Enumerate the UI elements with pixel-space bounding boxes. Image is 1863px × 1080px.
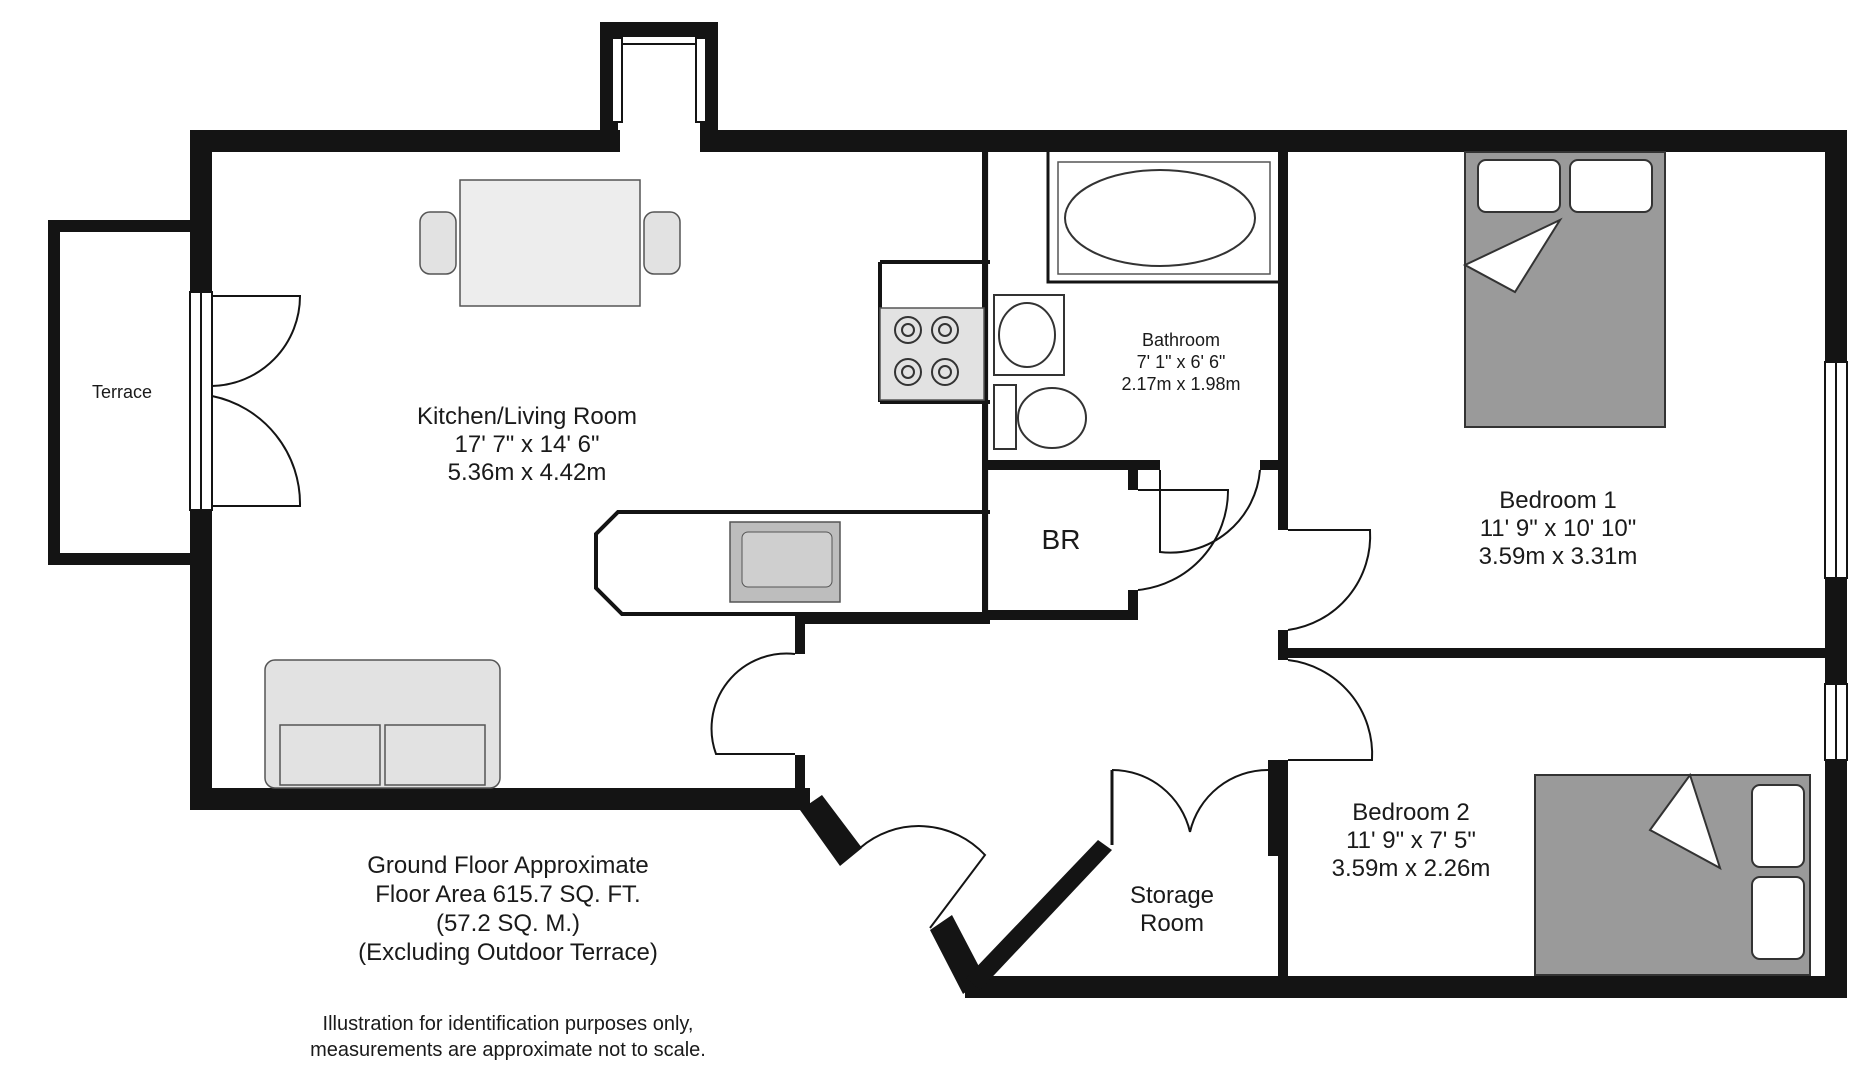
- disclaimer-line2: measurements are approximate not to scal…: [310, 1039, 706, 1061]
- disclaimer: Illustration for identification purposes…: [310, 1013, 706, 1061]
- bedroom2-label: Bedroom 2 11' 9" x 7' 5" 3.59m x 2.26m: [1332, 799, 1491, 882]
- terrace-name: Terrace: [92, 382, 152, 402]
- doors: [211, 295, 1374, 929]
- sofa: [264, 659, 501, 789]
- floor-area-summary: Ground Floor Approximate Floor Area 615.…: [358, 852, 658, 966]
- br-label: BR: [1042, 524, 1081, 555]
- hob: [879, 307, 985, 401]
- summary-line4: (Excluding Outdoor Terrace): [358, 939, 658, 966]
- summary-line1: Ground Floor Approximate: [367, 852, 648, 879]
- storage-label: Storage Room: [1130, 882, 1214, 937]
- kitchen-label: Kitchen/Living Room 17' 7" x 14' 6" 5.36…: [417, 403, 637, 486]
- washbasin: [993, 294, 1065, 376]
- terrace-label: Terrace: [92, 382, 152, 402]
- bedroom1-name: Bedroom 1: [1499, 487, 1616, 514]
- bathroom-imperial: 7' 1" x 6' 6": [1137, 352, 1226, 372]
- summary-line3: (57.2 SQ. M.): [436, 910, 580, 937]
- bed-2: [1534, 772, 1811, 976]
- summary-line2: Floor Area 615.7 SQ. FT.: [375, 881, 640, 908]
- bedroom2-name: Bedroom 2: [1352, 799, 1469, 826]
- bay-window: [600, 22, 718, 130]
- bed-1: [1462, 151, 1666, 428]
- disclaimer-line1: Illustration for identification purposes…: [323, 1013, 694, 1035]
- bathroom-name: Bathroom: [1142, 330, 1220, 350]
- kitchen-sink: [729, 521, 841, 603]
- bedroom1-imperial: 11' 9" x 10' 10": [1480, 515, 1637, 542]
- storage-line1: Storage: [1130, 882, 1214, 909]
- bedroom1-metric: 3.59m x 3.31m: [1479, 543, 1638, 570]
- toilet: [993, 384, 1087, 450]
- kitchen-name: Kitchen/Living Room: [417, 403, 637, 430]
- bedroom1-label: Bedroom 1 11' 9" x 10' 10" 3.59m x 3.31m: [1479, 487, 1638, 570]
- bathroom-label: Bathroom 7' 1" x 6' 6" 2.17m x 1.98m: [1121, 330, 1240, 394]
- terrace-outline: [48, 220, 190, 565]
- bedroom2-imperial: 11' 9" x 7' 5": [1346, 827, 1476, 854]
- windows: [189, 291, 1848, 761]
- interior-walls: [594, 149, 1825, 996]
- bedroom2-metric: 3.59m x 2.26m: [1332, 855, 1491, 882]
- kitchen-metric: 5.36m x 4.42m: [448, 459, 607, 486]
- bathtub: [1057, 161, 1271, 275]
- bathroom-metric: 2.17m x 1.98m: [1121, 374, 1240, 394]
- dining-table: [419, 179, 681, 307]
- storage-line2: Room: [1140, 910, 1204, 937]
- exterior-walls: [190, 130, 1847, 998]
- kitchen-imperial: 17' 7" x 14' 6": [455, 431, 600, 458]
